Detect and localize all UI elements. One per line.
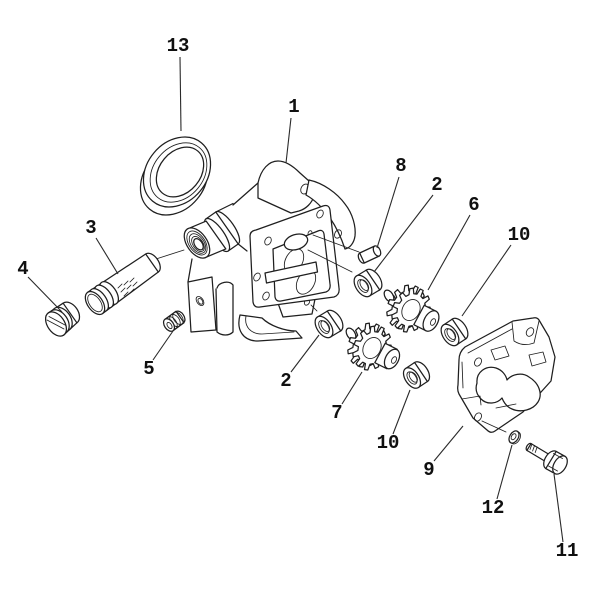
callout-label-5: 5 bbox=[143, 358, 154, 380]
pin bbox=[357, 245, 382, 264]
callout-label-12: 12 bbox=[482, 497, 505, 519]
callout-leader-12 bbox=[496, 444, 513, 500]
callout-leader-8 bbox=[376, 176, 400, 249]
callout-label-3: 3 bbox=[85, 217, 96, 239]
gear-7 bbox=[345, 322, 401, 371]
callout-label-4: 4 bbox=[17, 258, 28, 280]
callout-leader-7 bbox=[341, 371, 363, 405]
washer bbox=[508, 430, 521, 445]
seal-ring bbox=[139, 136, 212, 216]
callout-label-10: 10 bbox=[377, 432, 400, 454]
callout-label-6: 6 bbox=[468, 194, 479, 216]
gear-6 bbox=[383, 284, 440, 333]
callout-leader-10 bbox=[392, 389, 411, 435]
end-cover bbox=[457, 317, 556, 433]
callout-label-7: 7 bbox=[331, 402, 342, 424]
screw-plug bbox=[162, 310, 186, 332]
bushing-lower bbox=[314, 309, 344, 339]
bushing-upper-2 bbox=[440, 317, 469, 347]
callout-leader-13 bbox=[179, 56, 182, 132]
bolt bbox=[525, 442, 568, 475]
callout-leader-6 bbox=[427, 214, 471, 291]
bushing-lower-2 bbox=[402, 361, 431, 389]
bolt-threads bbox=[529, 443, 538, 453]
callout-leader-4 bbox=[27, 276, 63, 313]
end-cover-center-boss bbox=[475, 366, 541, 412]
housing-bottom-flange bbox=[238, 314, 303, 342]
callout-label-1: 1 bbox=[288, 96, 299, 118]
callout-label-8: 8 bbox=[395, 155, 406, 177]
callout-label-13: 13 bbox=[167, 35, 190, 57]
filter-element bbox=[84, 249, 185, 316]
housing-top-ear bbox=[257, 160, 315, 214]
end-cover-outline bbox=[457, 317, 556, 433]
callout-leader-10 bbox=[461, 244, 512, 317]
callout-leader-9 bbox=[433, 425, 464, 462]
callout-label-2: 2 bbox=[431, 174, 442, 196]
plug-slot bbox=[46, 316, 67, 330]
callout-leader-2 bbox=[290, 334, 320, 373]
pump-housing bbox=[183, 160, 356, 342]
callout-label-9: 9 bbox=[423, 459, 434, 481]
callout-leader-1 bbox=[285, 117, 292, 164]
callout-leader-5 bbox=[152, 330, 174, 361]
callout-leader-2 bbox=[373, 194, 434, 273]
callout-label-2: 2 bbox=[280, 370, 291, 392]
filter-mesh-hatch bbox=[117, 277, 138, 297]
callout-leader-3 bbox=[95, 237, 119, 275]
callout-label-10: 10 bbox=[508, 224, 531, 246]
bushing-upper bbox=[353, 268, 383, 298]
callout-label-11: 11 bbox=[556, 540, 579, 562]
callout-leader-11 bbox=[553, 473, 564, 543]
alignment-axis-lines bbox=[307, 234, 360, 312]
plug bbox=[44, 301, 81, 337]
